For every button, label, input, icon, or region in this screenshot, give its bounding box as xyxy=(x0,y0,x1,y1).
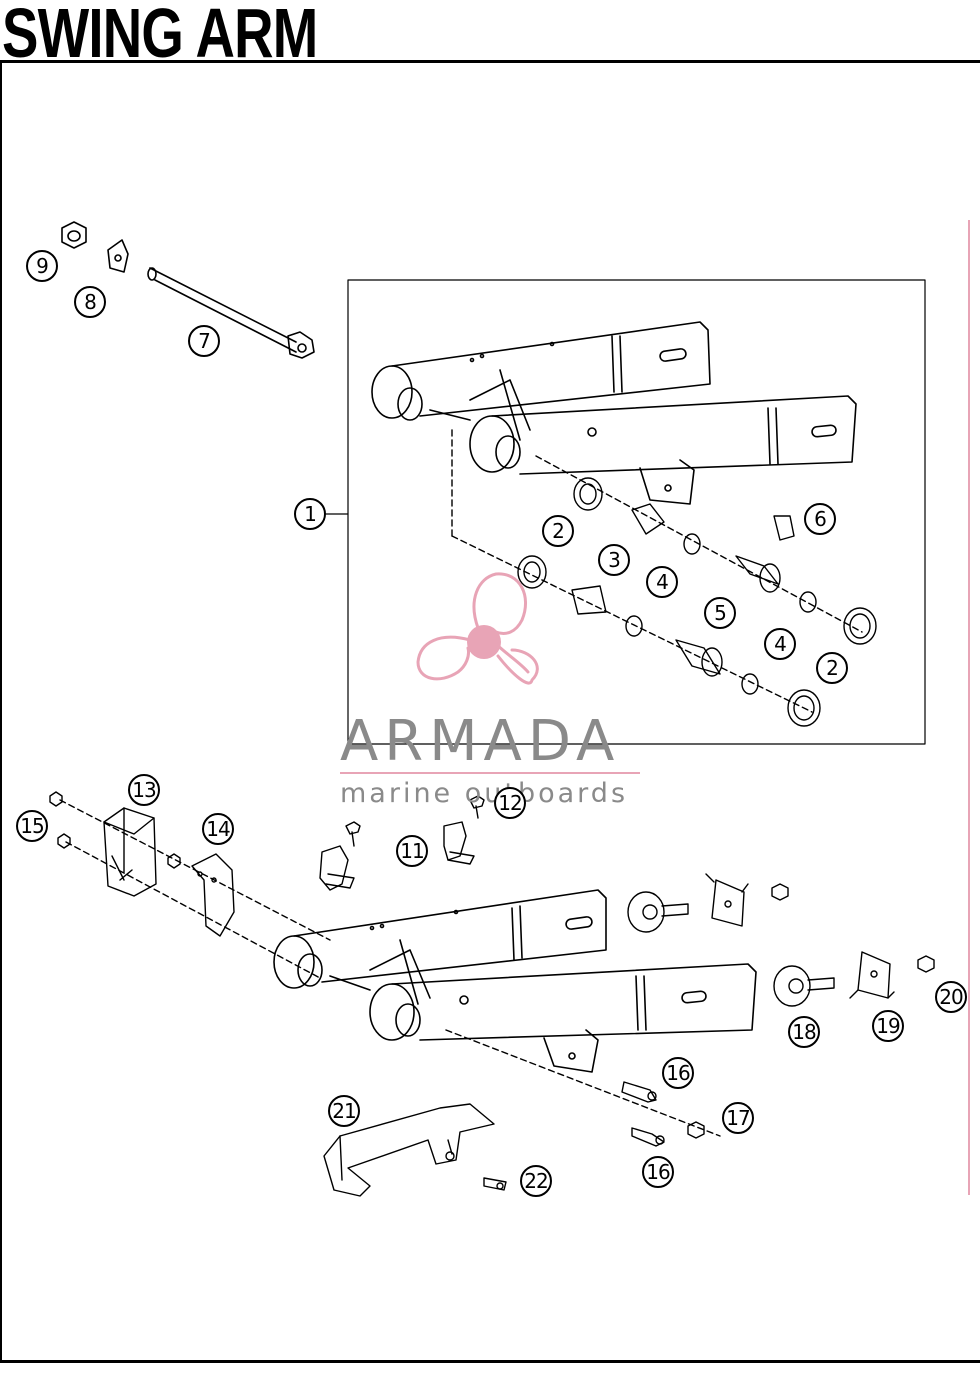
watermark-propeller-hub-icon xyxy=(467,625,501,659)
callout-4: 4 xyxy=(646,566,678,598)
callout-2: 2 xyxy=(816,652,848,684)
callout-12: 12 xyxy=(494,787,526,819)
callout-5: 5 xyxy=(704,597,736,629)
callout-20: 20 xyxy=(935,981,967,1013)
callout-18: 18 xyxy=(788,1016,820,1048)
callout-21: 21 xyxy=(328,1095,360,1127)
callout-14: 14 xyxy=(202,813,234,845)
assembly-box xyxy=(347,279,926,745)
swing-arm-lower xyxy=(273,889,757,1073)
callout-6: 6 xyxy=(804,503,836,535)
title-rule xyxy=(0,60,980,63)
lower-small-parts xyxy=(49,791,935,1197)
callout-19: 19 xyxy=(872,1010,904,1042)
swing-arm-upper xyxy=(371,321,857,505)
callout-17: 17 xyxy=(722,1102,754,1134)
side-accent-line xyxy=(968,220,970,1195)
callout-16: 16 xyxy=(662,1057,694,1089)
callout-16: 16 xyxy=(642,1156,674,1188)
callout-13: 13 xyxy=(128,774,160,806)
callout-9: 9 xyxy=(26,250,58,282)
callout-3: 3 xyxy=(598,544,630,576)
callout-4: 4 xyxy=(764,628,796,660)
callout-7: 7 xyxy=(188,325,220,357)
watermark-brand-name: ARMADA xyxy=(340,709,621,774)
frame-left-border xyxy=(0,60,2,1363)
watermark-underline xyxy=(340,772,640,774)
nut-part-9 xyxy=(61,221,87,249)
callout-11: 11 xyxy=(396,835,428,867)
watermark-propeller-icon xyxy=(416,572,539,685)
washer-part-8 xyxy=(107,239,129,273)
callout-15: 15 xyxy=(16,810,48,842)
watermark-tagline: marine outboards xyxy=(340,778,629,809)
callout-22: 22 xyxy=(520,1165,552,1197)
page-title: SWING ARM xyxy=(2,0,318,72)
pivot-parts-upper xyxy=(451,429,877,727)
callout-1: 1 xyxy=(294,498,326,530)
bottom-rule xyxy=(0,1360,980,1363)
callout-8: 8 xyxy=(74,286,106,318)
axle-part-7 xyxy=(147,267,315,359)
callout-2: 2 xyxy=(542,515,574,547)
